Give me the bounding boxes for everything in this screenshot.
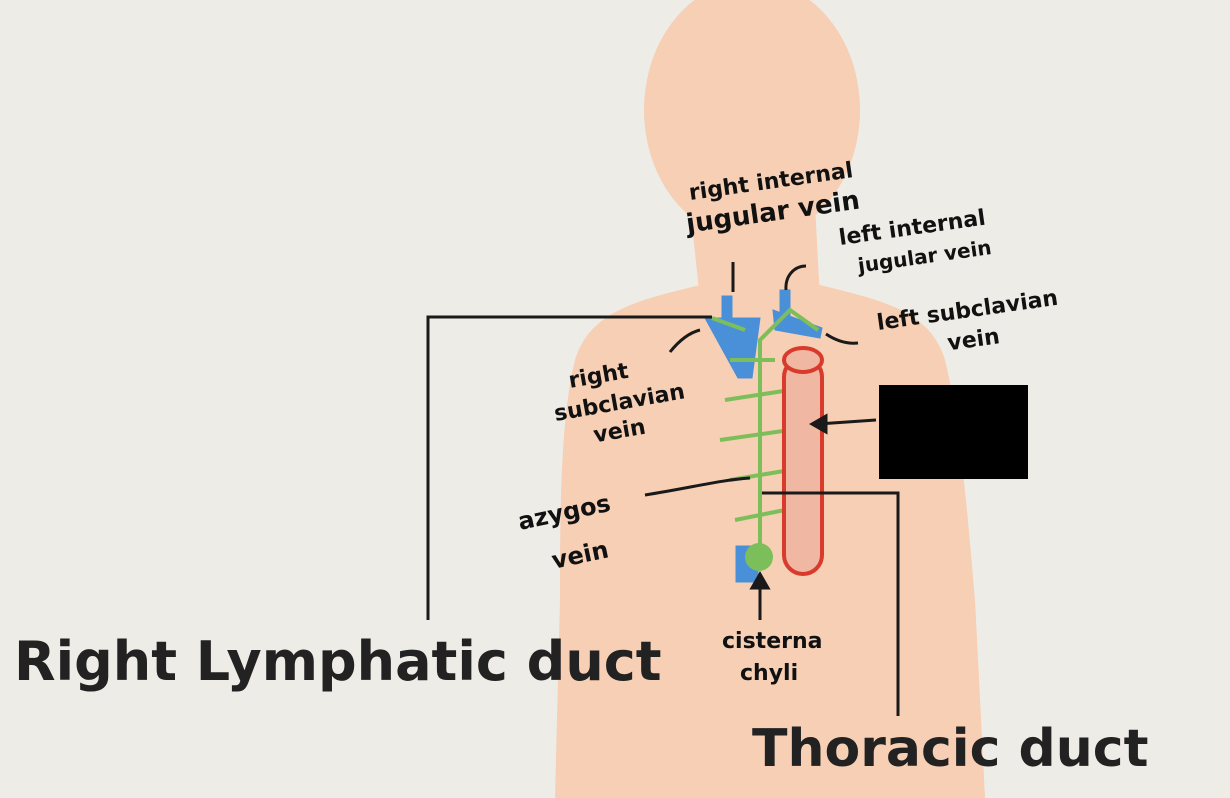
redaction-box xyxy=(879,385,1028,479)
label-left-internal-jugular: left internal jugular vein xyxy=(837,205,998,280)
connector-lines xyxy=(426,262,900,716)
lymph-vessels xyxy=(711,307,820,560)
label-cisterna-chyli: cisterna chyli xyxy=(722,629,830,686)
cisterna-chyli-shape xyxy=(745,543,773,571)
label-right-lymphatic-duct: Right Lymphatic duct xyxy=(14,630,662,693)
aorta-tube xyxy=(782,346,824,576)
body-silhouette xyxy=(555,0,985,798)
label-thoracic-duct: Thoracic duct xyxy=(752,719,1148,779)
